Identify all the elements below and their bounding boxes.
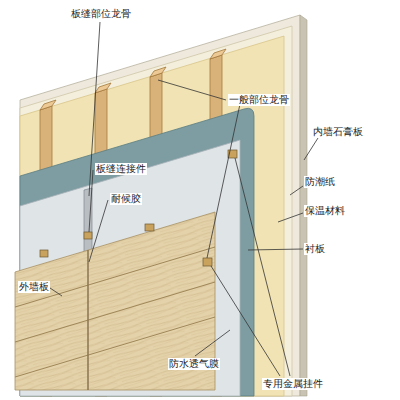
callout-label: 内墙石膏板 <box>312 126 364 138</box>
callout-label: 衬板 <box>304 243 326 255</box>
callout-label: 板缝部位龙骨 <box>70 8 132 20</box>
metal-clips <box>40 150 237 266</box>
callout-label: 板缝连接件 <box>95 163 147 175</box>
callout-label: 保温材料 <box>304 205 346 217</box>
callout-label: 专用金属挂件 <box>262 378 324 390</box>
callout-label: 一般部位龙骨 <box>228 94 290 106</box>
callout-label: 耐候胶 <box>110 193 142 205</box>
callout-label: 外墙板 <box>18 281 50 293</box>
callout-label: 防潮纸 <box>304 176 336 188</box>
callout-label: 防水透气膜 <box>168 358 220 370</box>
leader-lines <box>50 22 318 376</box>
